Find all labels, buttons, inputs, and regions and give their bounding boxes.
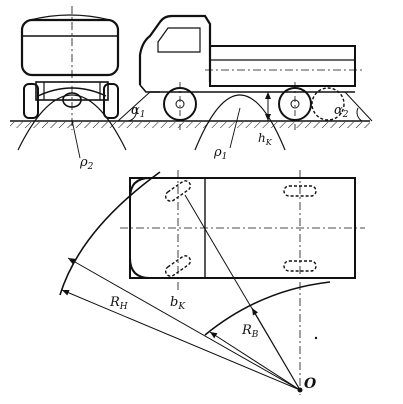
rho2-arc (17, 94, 127, 151)
center-o-label: O (304, 376, 317, 392)
b-k-label: bK (170, 295, 186, 312)
rho1-arc (194, 94, 286, 151)
rho1-label: ρ1 (213, 145, 227, 162)
inner-turn-arc (204, 281, 331, 336)
r-inner-label: RB (241, 323, 259, 340)
truck-side-view (117, 14, 373, 151)
ground (10, 120, 370, 128)
outer-turn-arc (59, 171, 161, 296)
rho2-label: ρ2 (79, 155, 94, 172)
turning-center-point (297, 387, 303, 393)
hk-label: hK (258, 131, 273, 147)
truck-front-view (17, 6, 127, 159)
alpha1-label: α1 (131, 103, 146, 120)
alpha2-label: α2 (334, 103, 349, 120)
truck-plan-view (59, 170, 365, 395)
r-outer-label: RH (109, 295, 128, 312)
labels: α1 α2 ρ2 ρ1 hK RH bK RB O (79, 103, 349, 392)
